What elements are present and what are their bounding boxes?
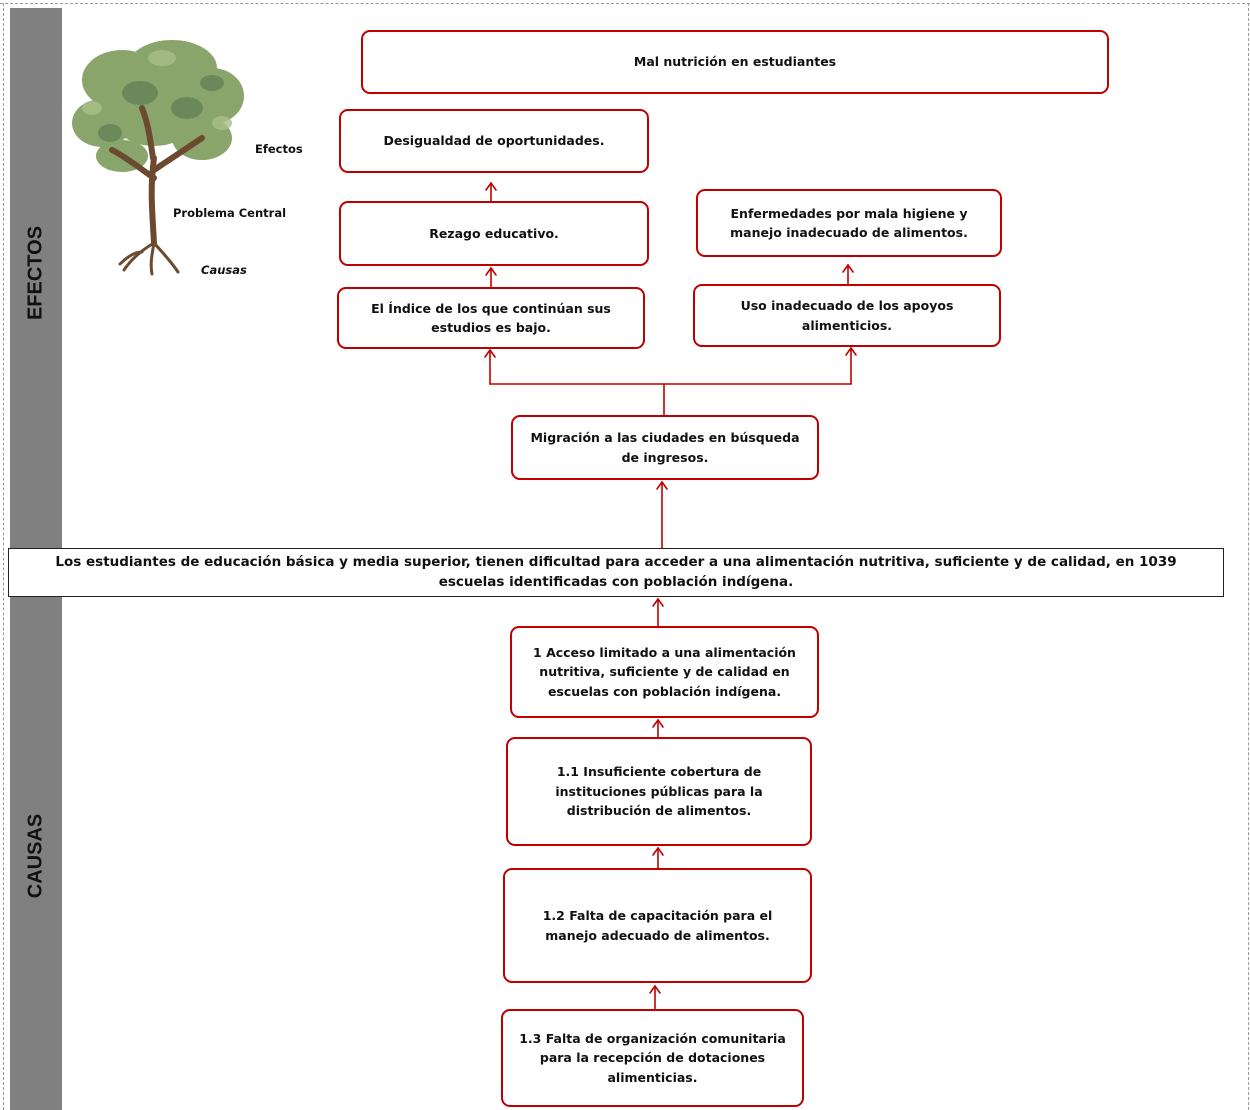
- tree-icon: [72, 40, 244, 276]
- cause-1-box: 1 Acceso limitado a una alimentación nut…: [510, 626, 819, 718]
- legend-effects: Efectos: [255, 142, 303, 156]
- effect-educational-lag-box: Rezago educativo.: [339, 201, 649, 266]
- effect-migration-box: Migración a las ciudades en búsqueda de …: [511, 415, 819, 480]
- effect-diseases-box: Enfermedades por mala higiene y manejo i…: [696, 189, 1002, 257]
- cause-1-3-box: 1.3 Falta de organización comunitaria pa…: [501, 1009, 804, 1107]
- effect-inequality-box: Desigualdad de oportunidades.: [339, 109, 649, 173]
- effect-misuse-support-box: Uso inadecuado de los apoyos alimenticio…: [693, 284, 1001, 347]
- cause-1-2-box: 1.2 Falta de capacitación para el manejo…: [503, 868, 812, 983]
- central-problem-box: Los estudiantes de educación básica y me…: [8, 548, 1224, 597]
- causes-band: [10, 597, 62, 1110]
- effects-band: [10, 8, 62, 548]
- top-effect-box: Mal nutrición en estudiantes: [361, 30, 1109, 94]
- page-frame-left: [3, 3, 4, 1110]
- page-frame-top: [0, 3, 1250, 4]
- page-frame-right: [1248, 3, 1249, 1110]
- legend-problem: Problema Central: [173, 206, 287, 220]
- cause-1-1-box: 1.1 Insuficiente cobertura de institucio…: [506, 737, 812, 846]
- legend-causes: Causas: [201, 263, 247, 277]
- effect-low-continuation-box: El Índice de los que continúan sus estud…: [337, 287, 645, 349]
